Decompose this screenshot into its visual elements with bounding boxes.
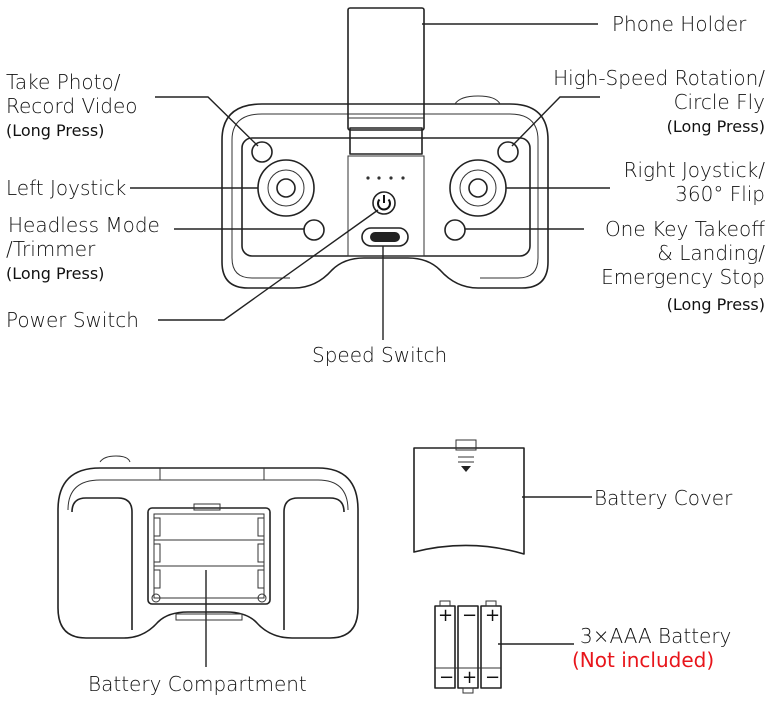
controller-back-view xyxy=(57,455,359,639)
right-joystick-icon xyxy=(449,159,507,217)
label-speed-switch: Speed Switch xyxy=(312,343,448,367)
label-take-photo-line2: Record Video xyxy=(6,94,138,118)
label-take-photo-line1: Take Photo/ xyxy=(6,70,121,94)
battery-cover-icon xyxy=(413,439,525,555)
label-takeoff-line1: One Key Takeoff xyxy=(604,217,765,241)
battery-compartment-icon xyxy=(147,507,271,605)
headless-button-icon xyxy=(303,219,325,241)
controller-front-view xyxy=(221,7,549,289)
label-left-joystick: Left Joystick xyxy=(6,176,127,200)
label-right-joystick-line1: Right Joystick/ xyxy=(623,158,765,182)
label-rotation-line1: High-Speed Rotation/ xyxy=(553,66,765,90)
label-takeoff-line2: & Landing/ xyxy=(657,241,765,265)
label-take-photo-note: (Long Press) xyxy=(6,121,105,140)
battery-minus-1: − xyxy=(439,667,455,688)
label-right-joystick-line2: 360° Flip xyxy=(675,182,765,206)
left-joystick-icon xyxy=(257,159,315,217)
label-rotation-line2: Circle Fly xyxy=(673,90,765,114)
label-takeoff-note: (Long Press) xyxy=(666,295,765,314)
power-switch-icon xyxy=(372,191,396,215)
label-battery: 3×AAA Battery xyxy=(580,624,732,648)
label-headless-note: (Long Press) xyxy=(6,264,105,283)
leader-lines xyxy=(130,23,610,667)
label-phone-holder: Phone Holder xyxy=(612,12,747,36)
battery-plus-1: + xyxy=(438,605,454,626)
label-headless-line2: /Trimmer xyxy=(6,237,96,261)
take-photo-button-icon xyxy=(251,141,273,163)
led-indicators xyxy=(366,176,405,180)
label-power-switch: Power Switch xyxy=(6,308,139,332)
label-rotation-note: (Long Press) xyxy=(666,117,765,136)
label-takeoff-line3: Emergency Stop xyxy=(601,265,765,289)
takeoff-button-icon xyxy=(444,219,466,241)
label-battery-note: (Not included) xyxy=(572,648,715,672)
battery-minus-3: − xyxy=(485,667,501,688)
rotation-button-icon xyxy=(497,141,519,163)
label-battery-cover: Battery Cover xyxy=(594,486,733,510)
battery-plus-3: + xyxy=(485,605,501,626)
battery-minus-2: − xyxy=(462,605,478,626)
battery-plus-2: + xyxy=(462,667,478,688)
label-headless-line1: Headless Mode xyxy=(8,213,160,237)
label-battery-compartment: Battery Compartment xyxy=(88,672,307,696)
aaa-batteries-icon xyxy=(434,600,502,694)
speed-switch-icon xyxy=(361,227,409,247)
